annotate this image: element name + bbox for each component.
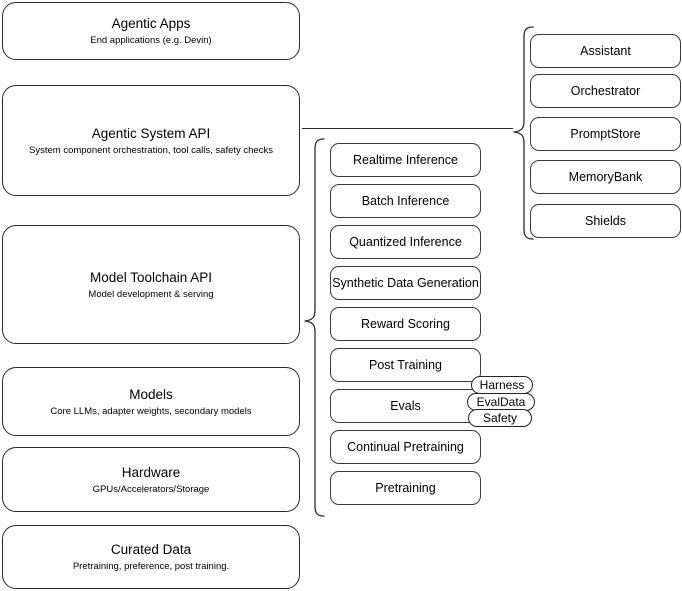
capability-quantized-inference[interactable]: Quantized Inference (330, 225, 481, 259)
capability-reward-scoring[interactable]: Reward Scoring (330, 307, 481, 341)
capability-realtime-inference[interactable]: Realtime Inference (330, 143, 481, 177)
layer-subtitle: GPUs/Accelerators/Storage (92, 483, 210, 495)
capability-post-training[interactable]: Post Training (330, 348, 481, 382)
stack-layer-curated-data[interactable]: Curated Data Pretraining, preference, po… (2, 525, 300, 589)
brace-toolchain-capabilities (304, 138, 325, 517)
layer-subtitle: Model development & serving (88, 288, 214, 300)
layer-subtitle: Pretraining, preference, post training. (72, 561, 230, 572)
capability-batch-inference[interactable]: Batch Inference (330, 184, 481, 218)
layer-title: Model Toolchain API (89, 269, 213, 285)
connector-agentic-system-to-components (302, 128, 513, 130)
agentic-component-shields[interactable]: Shields (530, 204, 681, 238)
agentic-component-memorybank[interactable]: MemoryBank (530, 160, 681, 194)
stack-layer-model-toolchain-api[interactable]: Model Toolchain API Model development & … (2, 225, 300, 344)
stack-layer-models[interactable]: Models Core LLMs, adapter weights, secon… (2, 367, 300, 436)
stack-layer-hardware[interactable]: Hardware GPUs/Accelerators/Storage (2, 447, 300, 512)
layer-subtitle: End applications (e.g. Devin) (90, 35, 212, 46)
agentic-component-promptstore[interactable]: PromptStore (530, 117, 681, 151)
stack-layer-agentic-apps[interactable]: Agentic Apps End applications (e.g. Devi… (2, 2, 300, 60)
layer-title: Models (129, 386, 173, 402)
brace-agentic-system-components (513, 26, 534, 240)
layer-title: Agentic Apps (111, 16, 191, 31)
layer-title: Hardware (121, 464, 181, 480)
agentic-component-assistant[interactable]: Assistant (530, 34, 681, 68)
capability-pretraining[interactable]: Pretraining (330, 471, 481, 505)
capability-continual-pretraining[interactable]: Continual Pretraining (330, 430, 481, 464)
agentic-component-orchestrator[interactable]: Orchestrator (530, 74, 681, 108)
layer-subtitle: Core LLMs, adapter weights, secondary mo… (50, 405, 252, 417)
evals-subcomponent-harness[interactable]: Harness (471, 376, 533, 394)
layer-title: Agentic System API (91, 125, 211, 141)
capability-evals[interactable]: Evals (330, 389, 481, 423)
layer-subtitle: System component orchestration, tool cal… (29, 144, 273, 156)
capability-synthetic-data-generation[interactable]: Synthetic Data Generation (330, 266, 481, 300)
evals-subcomponent-safety[interactable]: Safety (468, 409, 532, 427)
stack-layer-agentic-system-api[interactable]: Agentic System API System component orch… (2, 85, 300, 196)
layer-title: Curated Data (110, 542, 192, 557)
